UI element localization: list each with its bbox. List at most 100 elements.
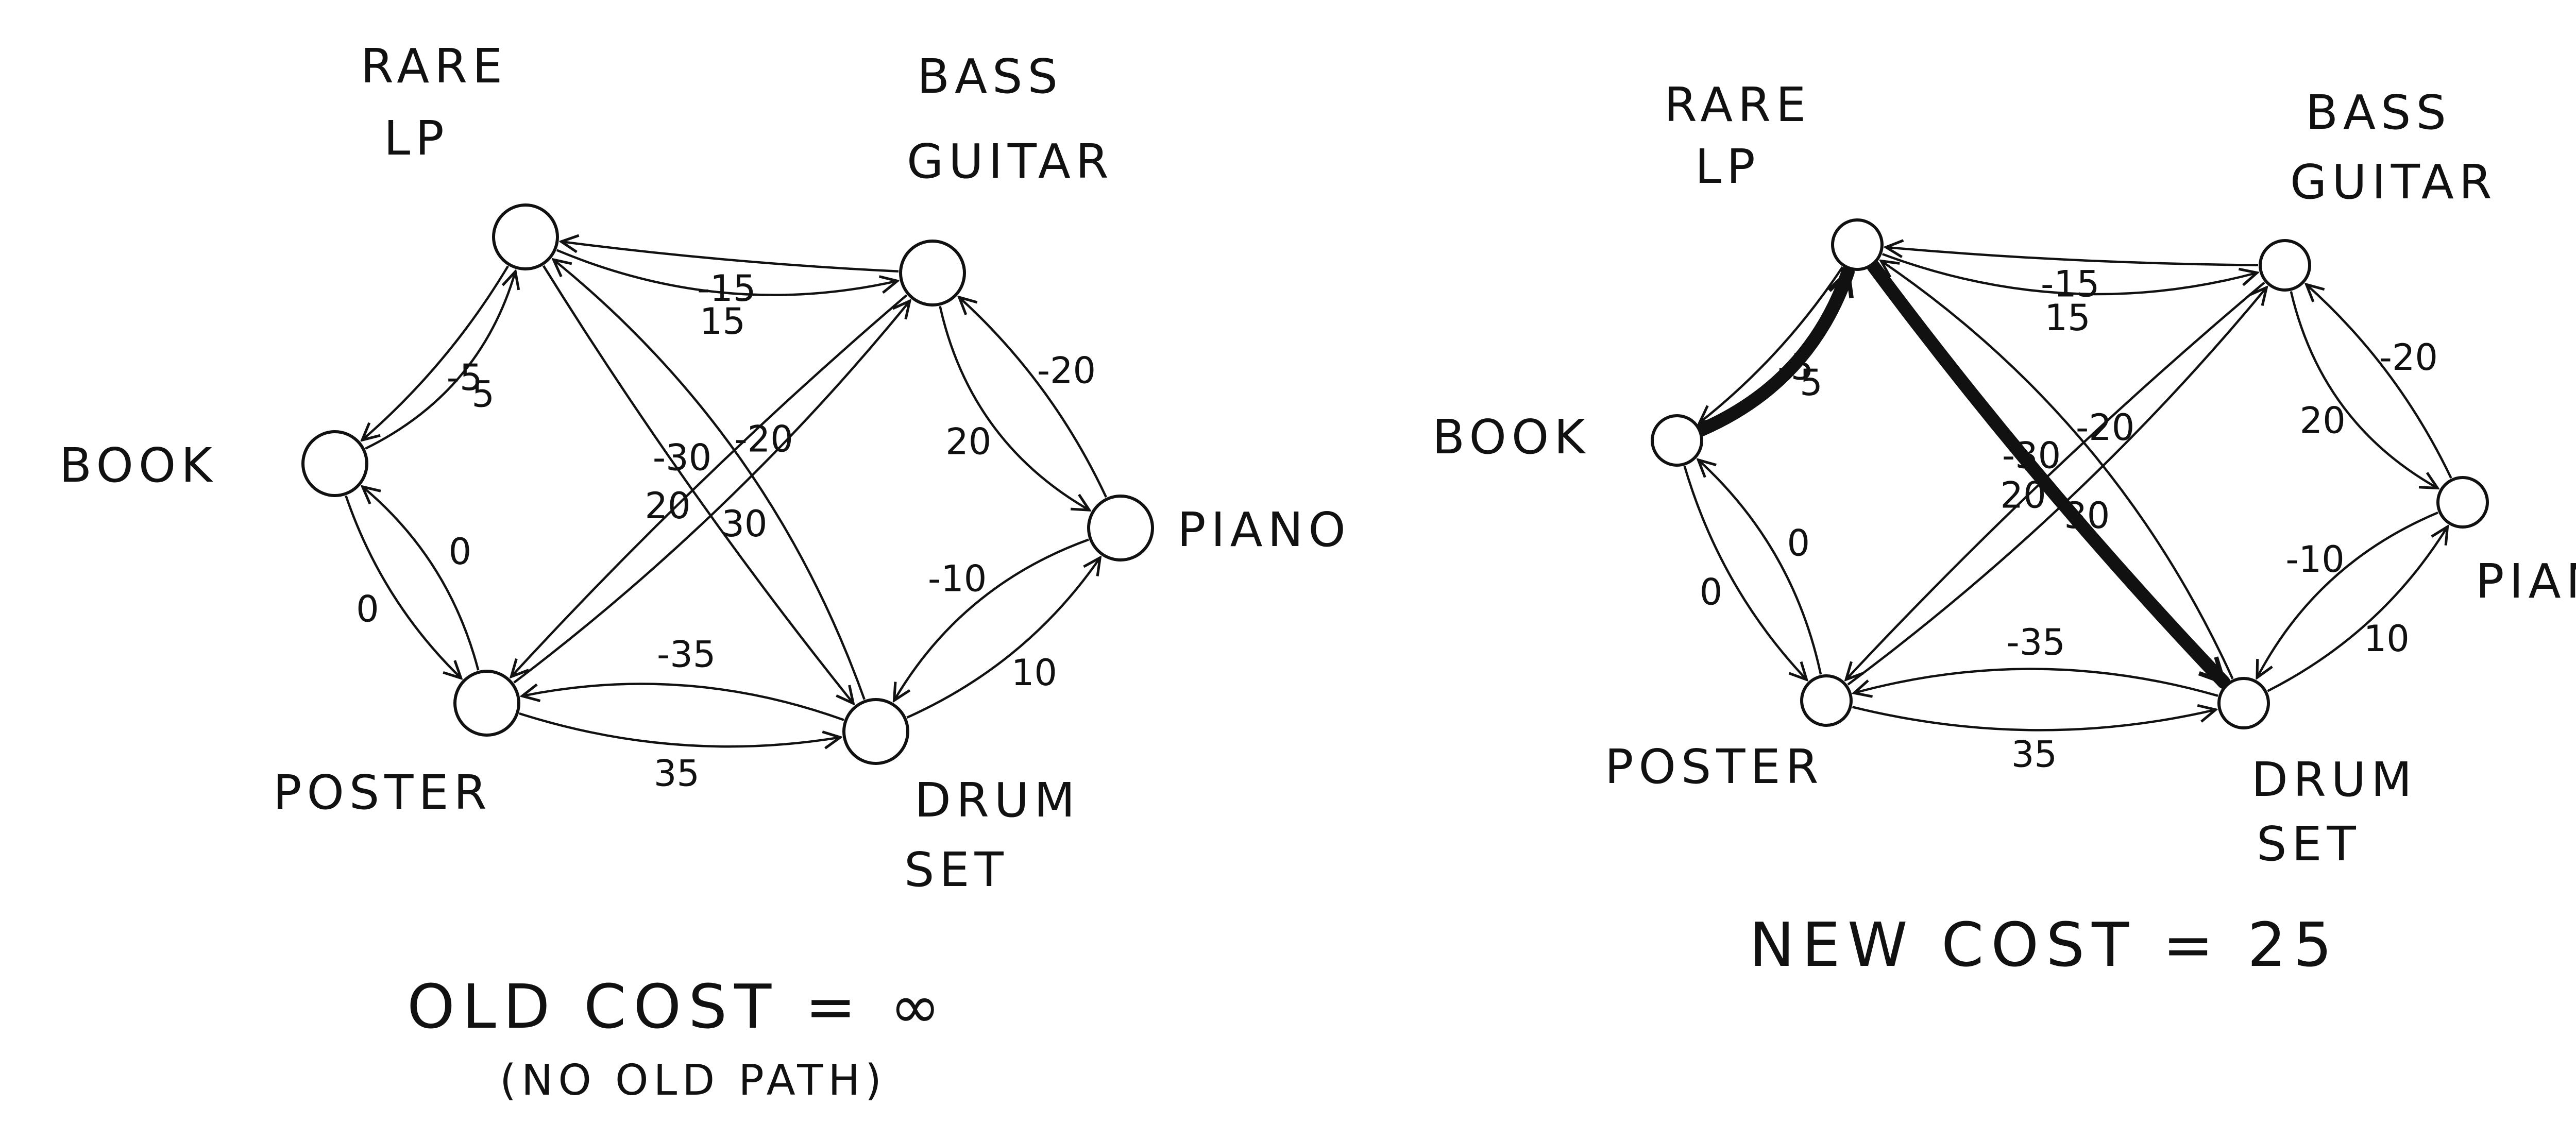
graph-new: 15-15 5-5 20 -20 20 -20 0 0 30-30 35 -35 10 -10 RARE L… — [1432, 77, 2576, 980]
node-book — [301, 430, 368, 497]
edge-weight-label: -15 — [697, 267, 756, 310]
edge-drum-set-to-rare-lp — [553, 260, 866, 700]
cost-caption: NEW COST = 25 — [1749, 909, 2339, 980]
node-bass-guitar — [2259, 239, 2311, 292]
edge-weight-label: 20 — [2001, 474, 2046, 516]
node-label-drum-set: SET — [2257, 816, 2361, 872]
edges — [345, 242, 1108, 746]
node-label-bass-guitar: GUITAR — [2290, 155, 2497, 210]
edge-bass-guitar-to-rare-lp — [561, 242, 899, 273]
edge-poster-to-bass-guitar — [1847, 287, 2267, 686]
node-drum-set — [2217, 677, 2270, 729]
edge-weight-label: -20 — [1037, 350, 1096, 392]
edge-bass-guitar-to-poster — [1846, 281, 2265, 680]
edge-rare-lp-to-bass-guitar — [556, 249, 897, 296]
edge-piano-to-bass-guitar — [959, 297, 1108, 498]
edge-drum-set-to-piano — [906, 558, 1100, 719]
edge-weight-label: -5 — [1777, 346, 1814, 388]
node-label-book: BOOK — [59, 438, 217, 493]
edge-weight-label: 10 — [2364, 618, 2410, 660]
node-label-poster: POSTER — [1605, 739, 1824, 794]
edge-weight-label: -35 — [657, 634, 716, 676]
node-piano — [1087, 495, 1154, 562]
edge-weight-label: -20 — [2076, 406, 2134, 449]
edge-weight-label: -15 — [2041, 263, 2099, 305]
edge-weight-label: -20 — [2379, 336, 2438, 379]
node-label-drum-set: SET — [904, 842, 1009, 897]
node-label-bass-guitar: BASS — [2306, 85, 2451, 140]
edge-weight-label: -10 — [2285, 538, 2344, 581]
cost-subcaption: (NO OLD PATH) — [500, 1056, 887, 1105]
edge-drum-set-to-poster — [1854, 668, 2218, 695]
edge-bass-guitar-to-rare-lp — [1886, 247, 2259, 266]
node-label-rare-lp: RARE — [1664, 77, 1811, 132]
edge-weight-label: 30 — [721, 503, 767, 545]
edge-bass-guitar-to-piano — [939, 305, 1090, 510]
node-poster — [453, 670, 520, 737]
edge-drum-set-to-piano — [2267, 527, 2447, 692]
edge-poster-to-drum-set — [1852, 707, 2216, 731]
edges — [1683, 247, 2452, 731]
edge-weight-label: -30 — [2002, 435, 2061, 477]
edge-piano-to-bass-guitar — [2307, 284, 2452, 479]
edge-poster-to-book — [363, 487, 480, 671]
edge-weight-label: -5 — [447, 356, 483, 399]
node-label-piano: PIANO — [1177, 502, 1351, 557]
edge-piano-to-drum-set — [2257, 512, 2438, 677]
nodes — [1651, 218, 2489, 729]
labels: 15-15 5-5 20 -20 20 -20 0 0 30-30 35 -35 10 -10 RARE L… — [1432, 77, 2576, 980]
edge-drum-set-to-rare-lp — [1881, 261, 2234, 679]
edge-weight-label: 30 — [2064, 495, 2110, 537]
node-drum-set — [842, 698, 909, 765]
edge-piano-to-drum-set — [894, 538, 1089, 701]
edge-book-to-rare-lp — [1694, 265, 1855, 437]
edge-poster-to-book — [1698, 460, 1822, 675]
node-book — [1651, 414, 1703, 467]
edge-weight-label: 15 — [700, 300, 745, 343]
edge-weight-label: 0 — [449, 531, 472, 573]
edge-weight-label: 35 — [654, 753, 700, 795]
edge-weight-label: 10 — [1011, 652, 1057, 694]
edge-drum-set-to-poster — [522, 683, 844, 721]
node-rare-lp — [1831, 218, 1884, 271]
cost-caption: OLD COST = ∞ — [407, 971, 947, 1042]
node-label-rare-lp: RARE — [361, 39, 507, 94]
node-label-poster: POSTER — [273, 765, 492, 820]
edge-weight-label: 20 — [645, 485, 690, 527]
node-label-rare-lp: LP — [384, 111, 449, 166]
node-poster — [1800, 674, 1853, 727]
edge-weight-label: 0 — [1787, 522, 1810, 565]
node-label-rare-lp: LP — [1695, 139, 1760, 194]
edge-bass-guitar-to-poster — [511, 294, 908, 677]
node-rare-lp — [492, 203, 559, 270]
edge-weight-label: 15 — [2045, 297, 2091, 339]
edge-rare-lp-to-book — [362, 265, 509, 440]
edge-weight-label: -30 — [653, 437, 711, 479]
edge-weight-label: 0 — [1700, 571, 1723, 614]
edge-book-to-rare-lp — [365, 271, 515, 450]
edge-rare-lp-to-book — [1700, 266, 1844, 422]
edge-weight-label: 5 — [471, 373, 495, 416]
edge-rare-lp-to-bass-guitar — [1882, 253, 2257, 296]
edge-book-to-poster — [1683, 466, 1807, 679]
edge-weight-label: 20 — [945, 421, 991, 463]
node-label-drum-set: DRUM — [914, 773, 1080, 828]
node-label-piano: PIANO — [2476, 554, 2576, 609]
edge-weight-label: 5 — [1800, 362, 1823, 404]
edge-weight-label: 20 — [2300, 399, 2346, 441]
nodes — [301, 203, 1154, 765]
edge-weight-label: -10 — [928, 558, 987, 600]
edge-weight-label: -35 — [2007, 621, 2065, 663]
node-piano — [2436, 476, 2489, 529]
edge-poster-to-drum-set — [519, 712, 840, 746]
edge-weight-label: 0 — [356, 588, 379, 631]
node-bass-guitar — [899, 240, 966, 307]
edge-poster-to-bass-guitar — [513, 301, 910, 684]
edge-weight-label: 35 — [2011, 734, 2057, 776]
edge-bass-guitar-to-piano — [2290, 291, 2437, 488]
node-label-drum-set: DRUM — [2251, 752, 2417, 807]
node-label-bass-guitar: BASS — [917, 49, 1063, 104]
